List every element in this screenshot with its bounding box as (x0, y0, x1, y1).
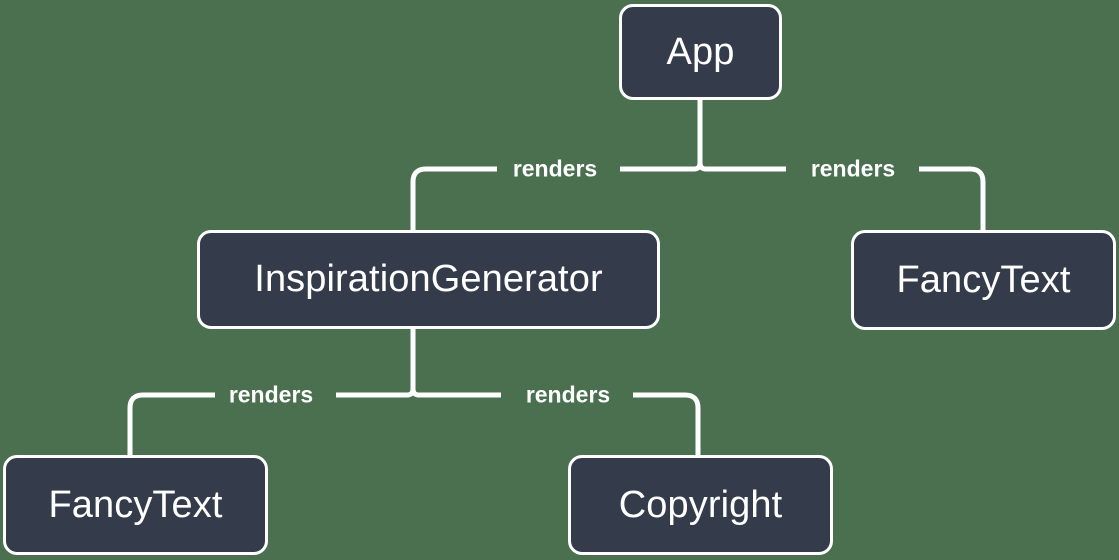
connector-app-to-fancytext-right (919, 166, 986, 230)
edge-label-inspiration-to-copyright: renders (525, 381, 611, 408)
edge-label-app-to-inspiration-generator: renders (512, 155, 598, 182)
node-inspiration-generator[interactable]: InspirationGenerator (197, 230, 660, 329)
node-app-label: App (666, 30, 735, 73)
connector-inspiration-to-copyright (410, 388, 501, 398)
connector-inspiration-to-copyright-right (633, 392, 701, 455)
node-copyright-label: Copyright (618, 483, 783, 526)
node-fancytext-bottom-left[interactable]: FancyText (3, 455, 268, 555)
node-fancytext-bottom-left-label: FancyText (48, 483, 223, 526)
node-app[interactable]: App (619, 4, 782, 100)
node-fancytext-right-label: FancyText (896, 258, 1071, 301)
edge-label-app-to-fancytext-right: renders (810, 155, 896, 182)
connector-inspiration-to-fancytext (336, 388, 416, 398)
connector-inspiration-to-fancytext-left (127, 392, 215, 455)
edge-label-inspiration-to-fancytext: renders (228, 381, 314, 408)
node-inspiration-generator-label: InspirationGenerator (254, 258, 603, 300)
node-copyright[interactable]: Copyright (568, 455, 833, 555)
connector-app-to-inspiration (620, 162, 703, 172)
connector-app-to-inspiration-left (410, 166, 497, 230)
connector-app-to-fancytext (697, 162, 786, 172)
node-fancytext-right[interactable]: FancyText (851, 230, 1116, 330)
